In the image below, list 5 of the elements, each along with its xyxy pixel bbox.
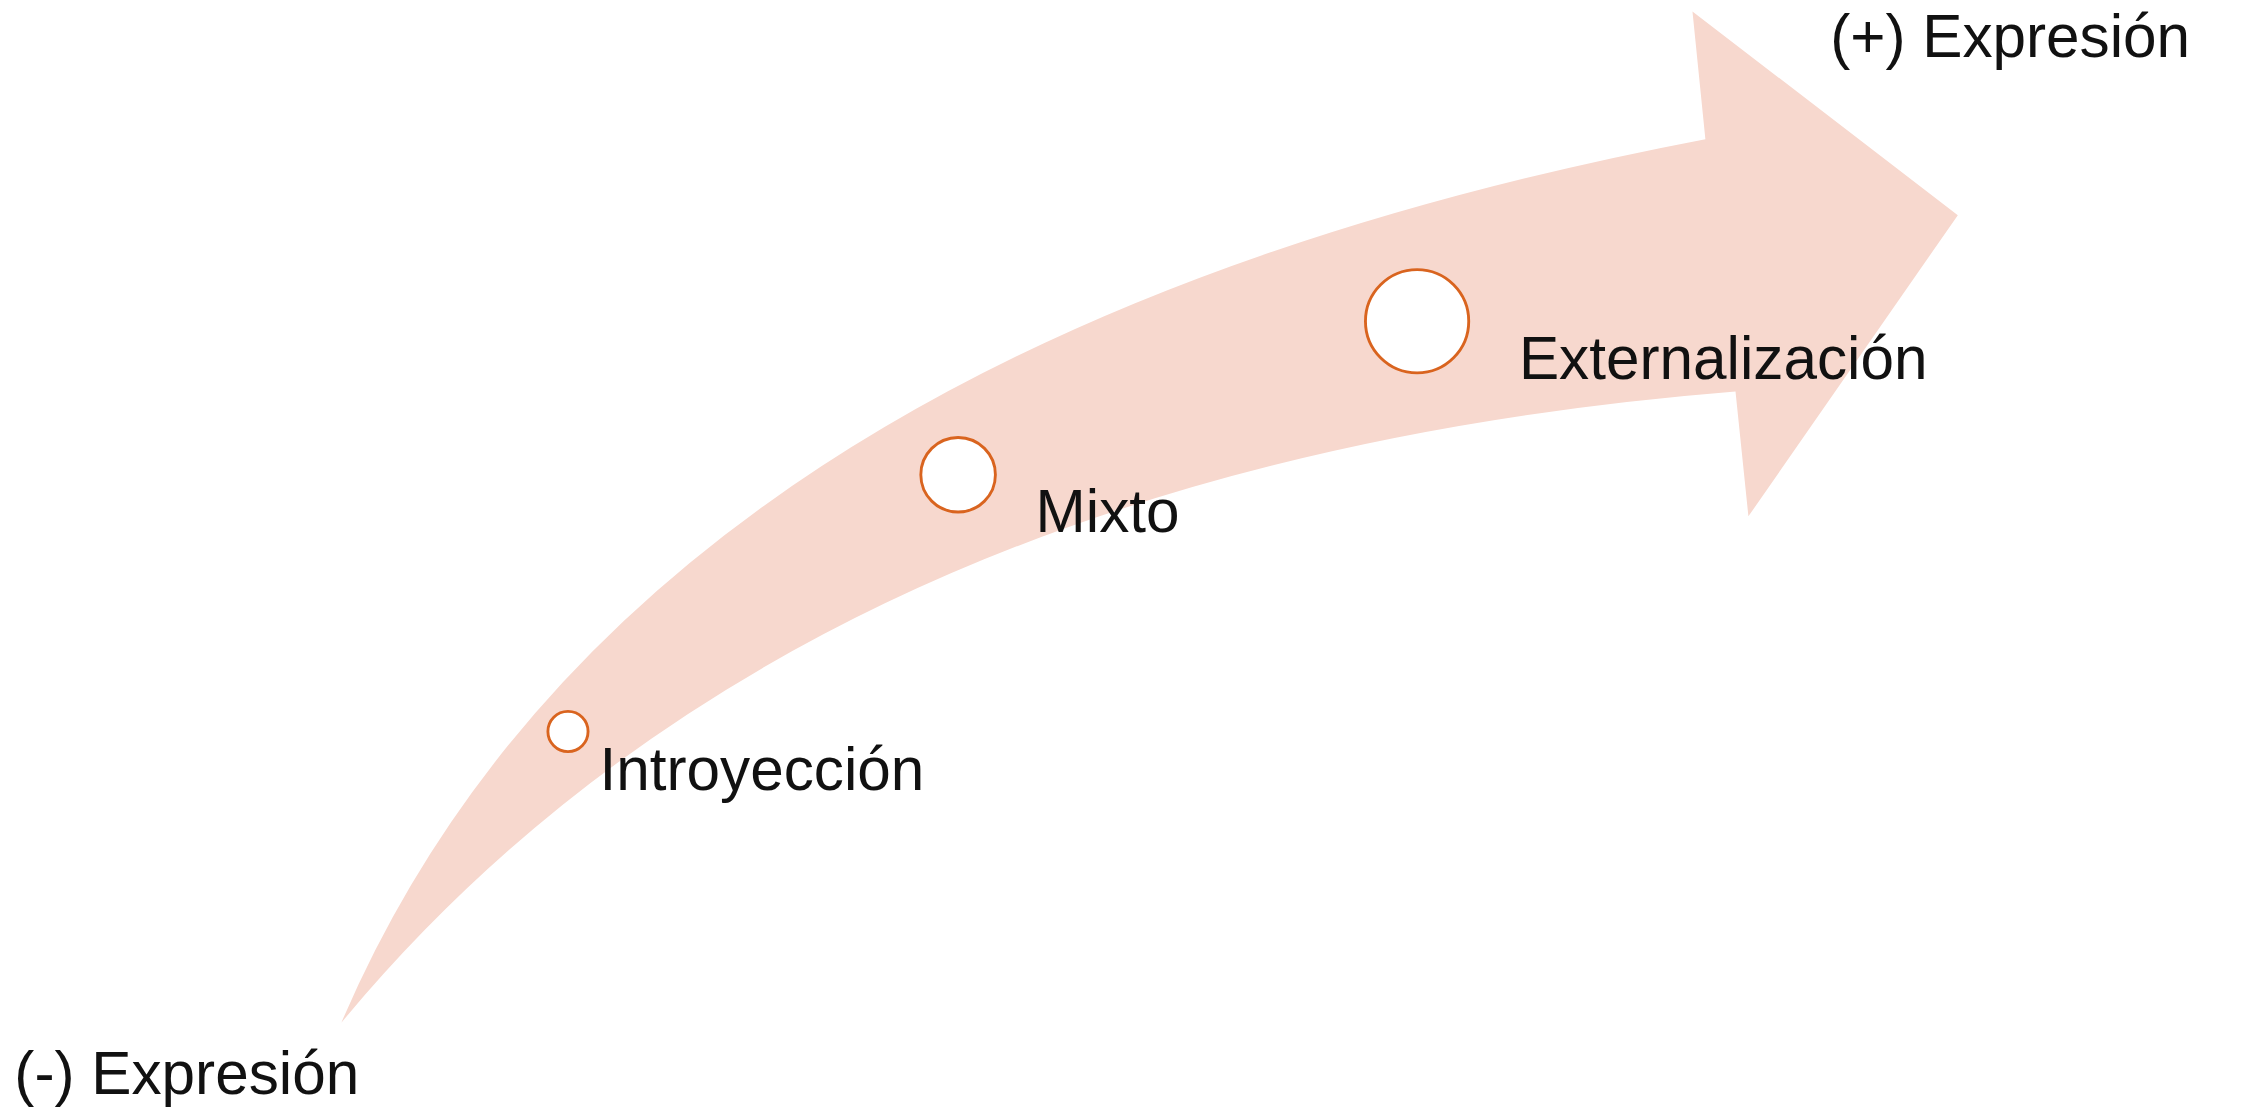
stage-label: Mixto	[1035, 479, 1180, 546]
axis-end-label: (-) Expresión	[14, 1041, 360, 1108]
axis-end-label: (+) Expresión	[1830, 4, 2191, 71]
stage-label: Introyección	[599, 737, 925, 804]
stage-label: Externalización	[1518, 325, 1928, 392]
